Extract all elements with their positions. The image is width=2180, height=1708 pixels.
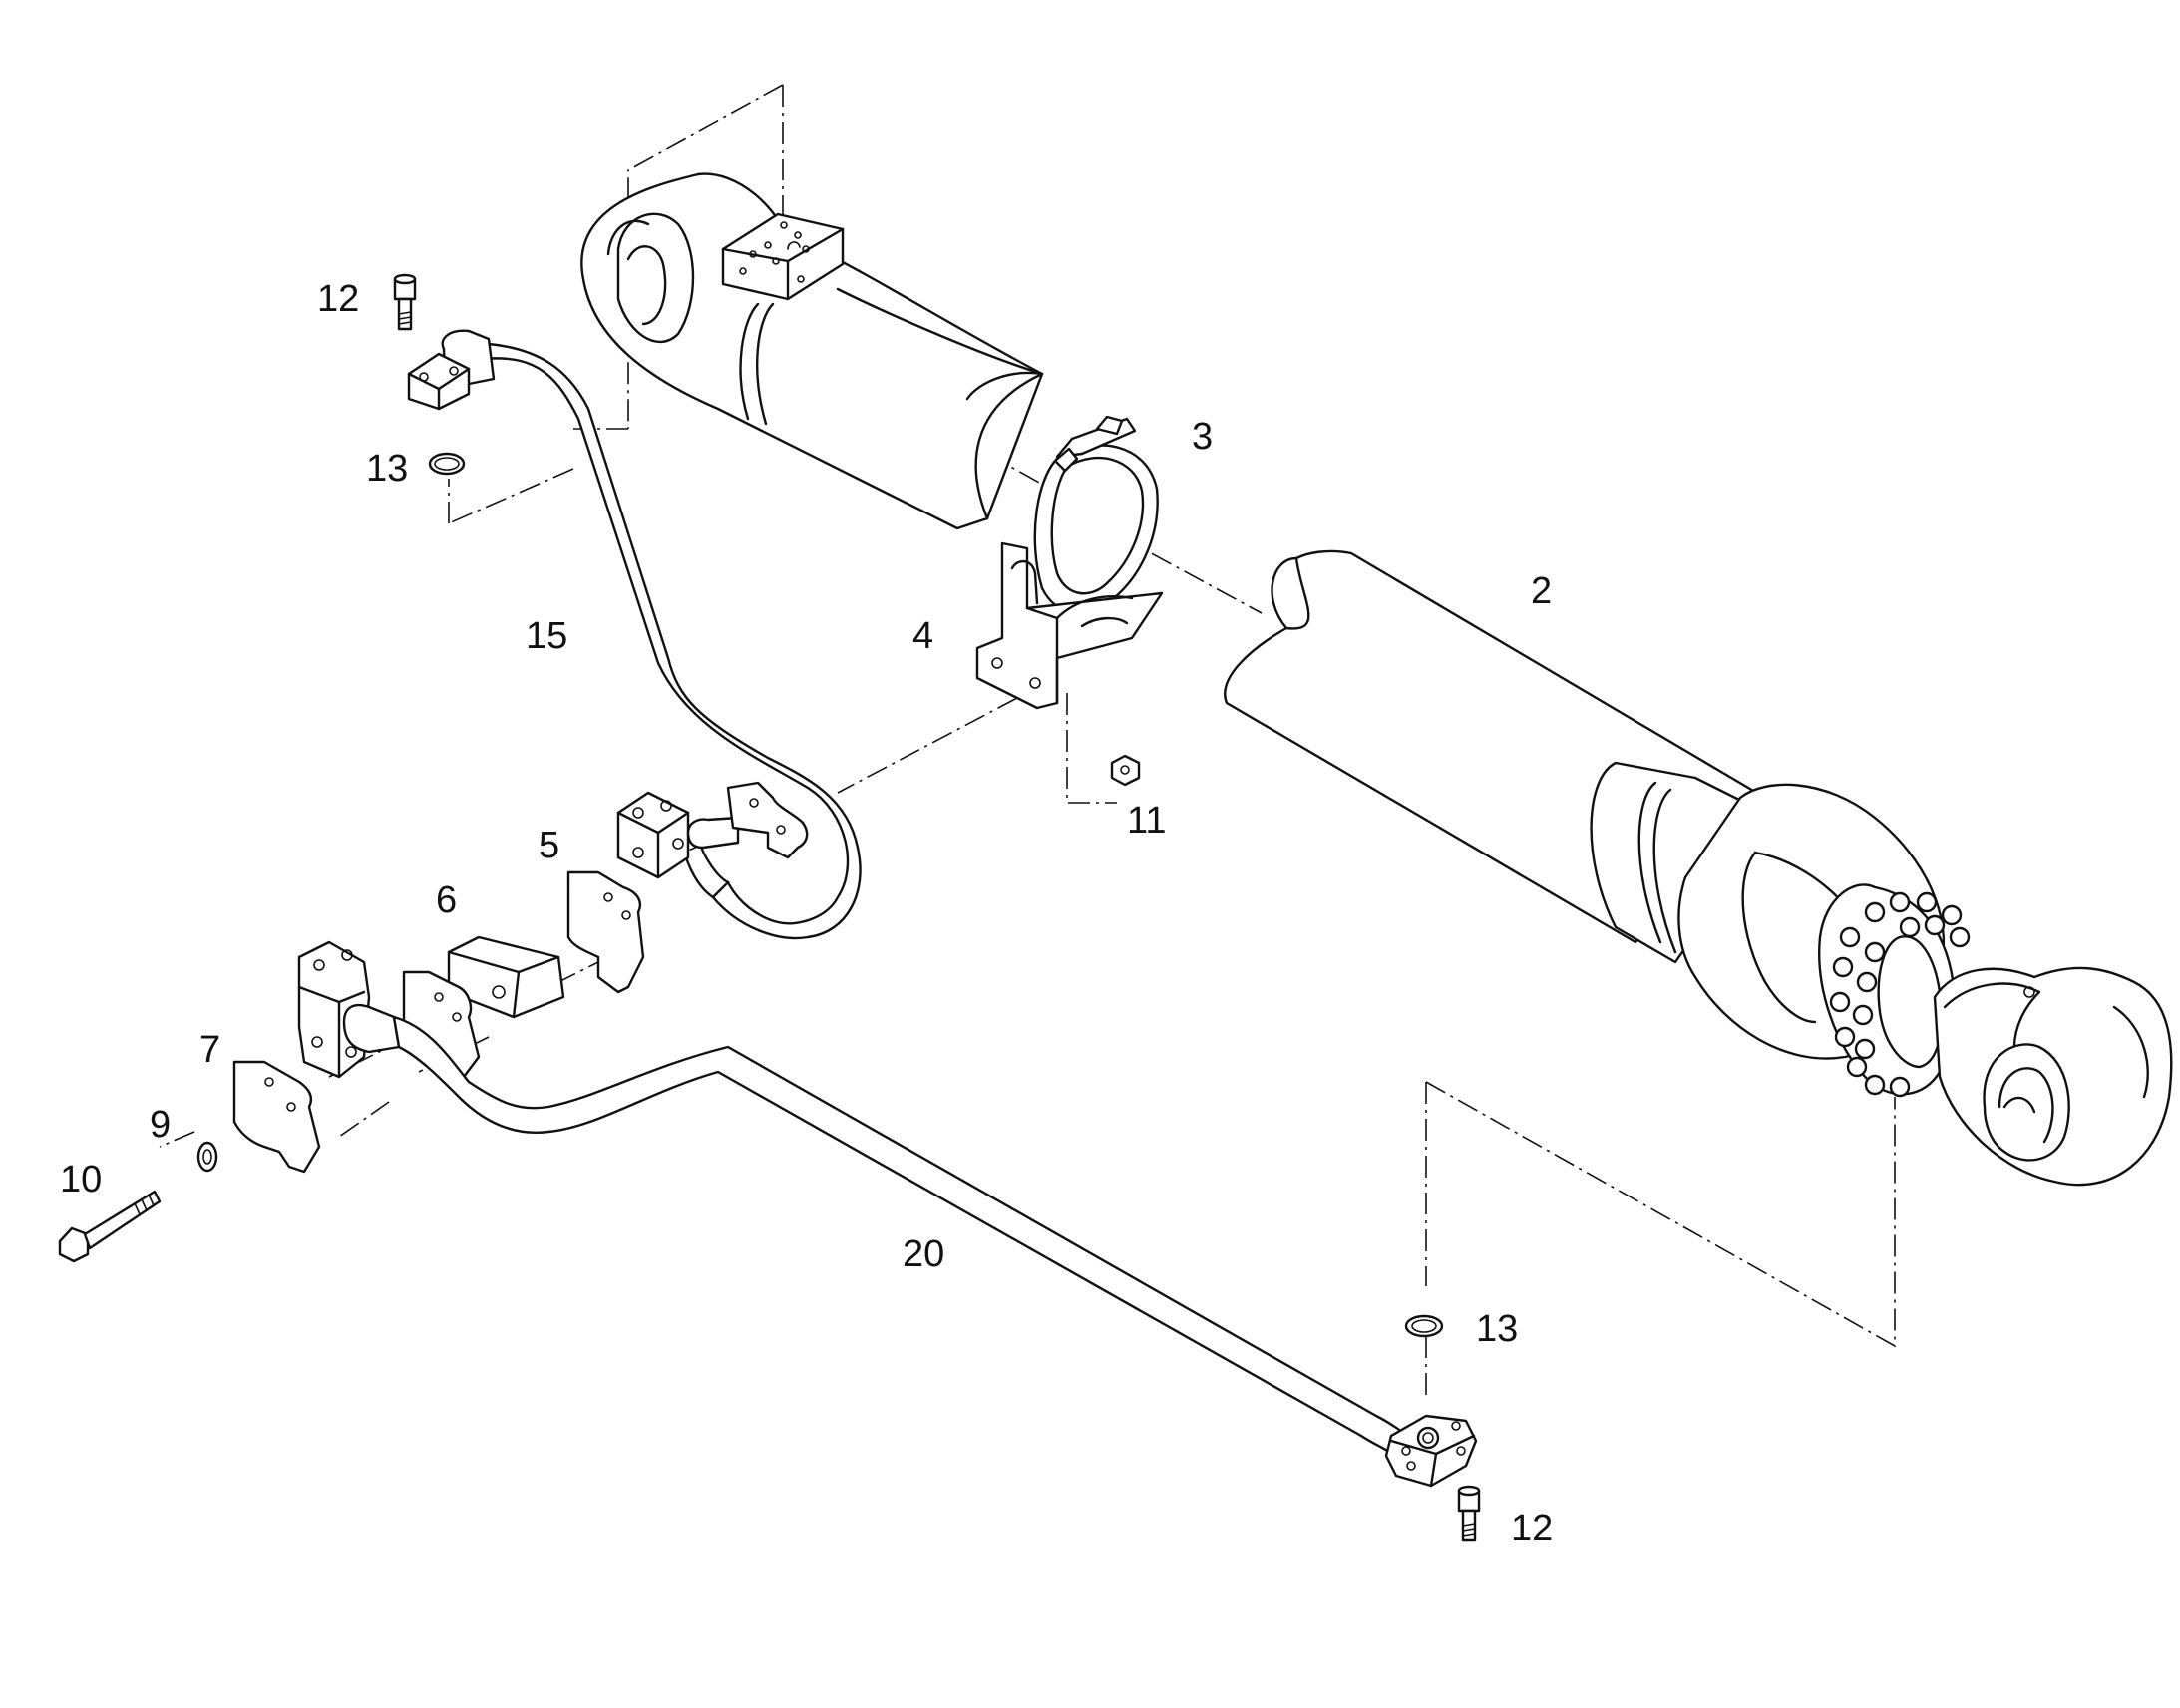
hydraulic-pipe-20 — [297, 940, 1478, 1488]
bolt-10 — [58, 1190, 162, 1263]
callout-11: 11 — [1127, 800, 1166, 842]
callout-13-upper: 13 — [366, 448, 408, 490]
callout-4: 4 — [912, 615, 933, 657]
callout-12-upper: 12 — [317, 278, 359, 320]
split-flange-part — [616, 781, 809, 879]
callout-7: 7 — [199, 1029, 220, 1071]
mounting-bracket-part — [975, 541, 1164, 710]
flange-bolts — [1829, 891, 1971, 1098]
callout-2: 2 — [1531, 570, 1552, 612]
hydraulic-pipe-15 — [407, 329, 862, 940]
screw-12-upper — [393, 273, 417, 331]
callout-5: 5 — [539, 825, 559, 866]
hose-clamp-part — [1033, 415, 1159, 615]
callout-12-lower: 12 — [1511, 1508, 1553, 1549]
callout-9: 9 — [150, 1104, 171, 1146]
callout-6: 6 — [436, 879, 457, 921]
clamp-plate-7 — [232, 1060, 321, 1174]
callout-3: 3 — [1192, 416, 1213, 458]
callout-15: 15 — [526, 615, 567, 657]
upper-cylinder-part — [580, 172, 1044, 530]
hex-nut-part — [1110, 754, 1141, 787]
callout-13-lower: 13 — [1476, 1308, 1518, 1350]
callout-labels: 2 3 4 5 6 7 9 10 11 12 12 13 13 15 20 — [60, 278, 1553, 1549]
callout-10: 10 — [60, 1159, 102, 1200]
washer-9 — [196, 1141, 218, 1173]
clamp-plate-5 — [566, 870, 645, 994]
callout-20: 20 — [903, 1233, 944, 1275]
main-cylinder-barrel — [1224, 549, 2173, 1187]
o-ring-13-lower — [1404, 1314, 1444, 1338]
screw-12-lower — [1457, 1485, 1481, 1542]
o-ring-13-upper — [428, 452, 466, 476]
